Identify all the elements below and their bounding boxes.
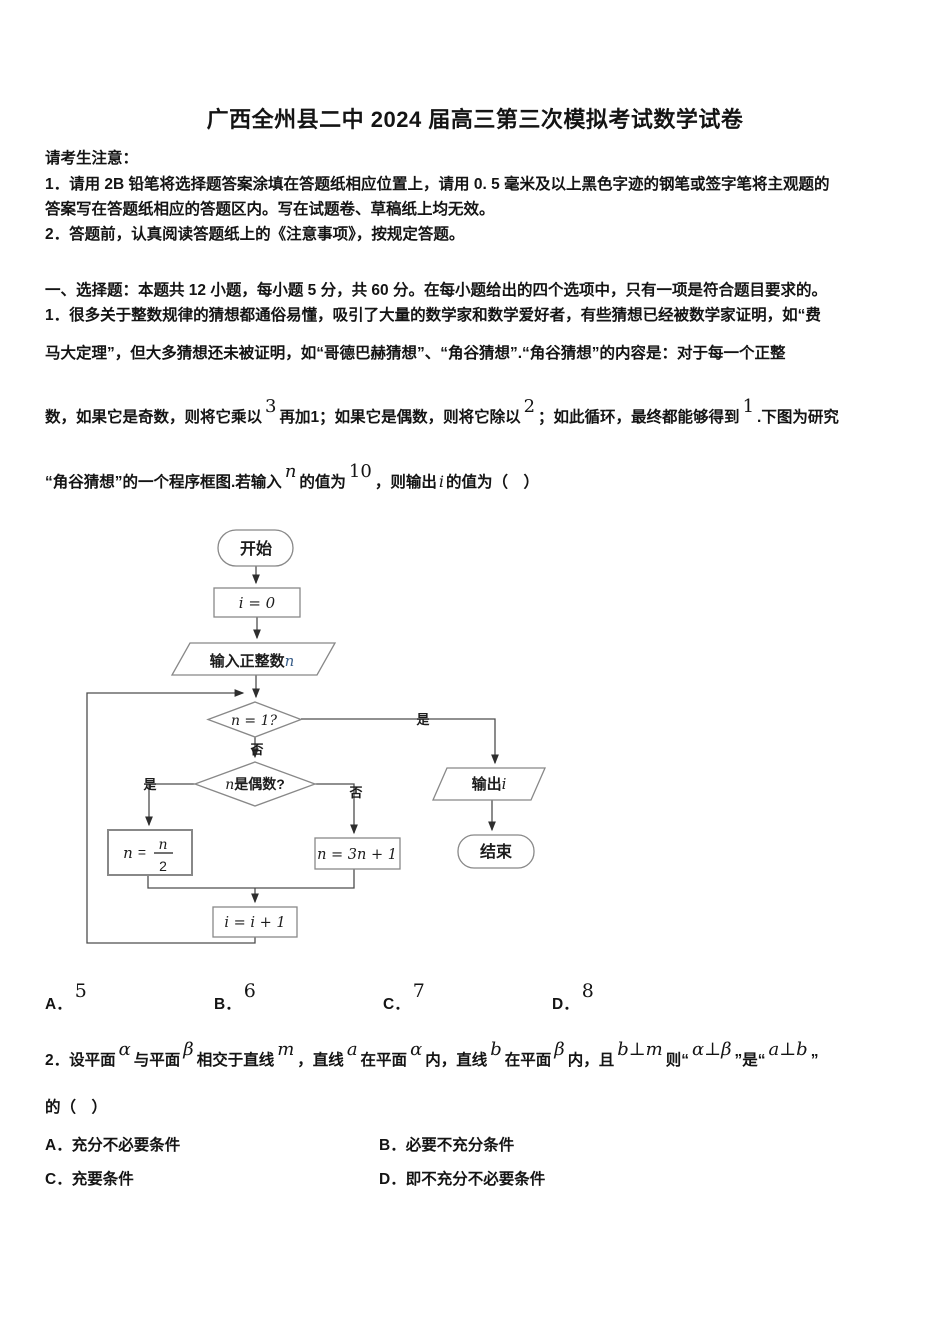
q1-l3-text2: 再加1；如果它是偶数，则将它除以 [279, 409, 521, 426]
q1-l4-text1: “角谷猜想”的一个程序框图.若输入 [45, 474, 282, 491]
flowchart: 开始 i = 0 输入正整数n n = 1? 是 否 n是偶数? 是 否 n =… [86, 529, 546, 944]
assign-half-denominator: 2 [159, 858, 167, 874]
arrow-cond2-yes-to-half [145, 783, 195, 827]
q2-expr-a-perp-b: a⊥b [768, 1039, 808, 1060]
q2-var-beta1: β [183, 1039, 194, 1060]
q1-l3-text3: ；如此循环，最终都能够得到 [538, 409, 740, 426]
arrow-cond1-yes-to-output [301, 718, 499, 765]
assign-half-numerator: n [158, 837, 167, 853]
arrow-cond2-no-to-triple [315, 783, 358, 835]
cond2-label: n是偶数? [225, 776, 285, 793]
q2-option-d: D．即不充分不必要条件 [379, 1171, 546, 1188]
loopback-line [86, 689, 256, 944]
q1-l4-text3: ，则输出 [374, 474, 437, 491]
q2-line-1: 2．设平面α与平面β相交于直线m，直线a在平面α内，直线b在平面β内，且b⊥m则… [45, 1039, 819, 1069]
increment-box [212, 906, 298, 938]
start-label: 开始 [240, 539, 272, 558]
output-var-i: i [502, 775, 507, 793]
q1-l3-sup-1: 1 [742, 396, 755, 417]
assign-half-eq: = [138, 844, 146, 860]
assign-triple-label: n = 3n + 1 [317, 847, 397, 863]
start-node [217, 529, 294, 567]
cond1-yes-label: 是 [415, 712, 430, 727]
input-parallelogram [170, 642, 337, 676]
q2-option-a: A．充分不必要条件 [45, 1137, 181, 1154]
assign-half-lhs: n [123, 844, 133, 862]
page-title: 广西全州县二中 2024 届高三第三次模拟考试数学试卷 [206, 107, 744, 132]
input-var-n: n [285, 652, 295, 670]
notice-heading: 请考生注意： [45, 150, 139, 167]
cond2-no-label: 否 [348, 785, 362, 800]
q1-option-a-value: 5 [74, 980, 87, 1002]
q2-var-alpha2: α [410, 1039, 423, 1060]
q1-l3-text4: .下图为研究 [757, 409, 839, 426]
cond1-label: n = 1? [231, 713, 278, 729]
q1-option-a: A．5 [45, 980, 90, 1016]
q2-expr-alpha-perp-beta: α⊥β [692, 1039, 732, 1060]
q2-var-alpha1: α [118, 1039, 131, 1060]
q1-option-d-value: 8 [581, 980, 594, 1002]
q1-l4-var-i: i [438, 472, 444, 491]
assign-half-box [107, 829, 193, 876]
q2-var-a: a [346, 1039, 358, 1060]
q1-option-b-value: 6 [243, 980, 256, 1002]
init-box [213, 587, 301, 618]
section1-header: 一、选择题：本题共 12 小题，每小题 5 分，共 60 分。在每小题给出的四个… [45, 282, 827, 299]
q2-option-c: C．充要条件 [45, 1171, 134, 1188]
notice-line-2: 答案写在答题纸相应的答题区内。写在试题卷、草稿纸上均无效。 [45, 201, 495, 218]
q2-option-b: B．必要不充分条件 [379, 1137, 515, 1154]
q1-l4-sup-10: 10 [348, 461, 372, 482]
q1-l4-text4: 的值为（ ） [445, 474, 539, 491]
q1-l4-text2: 的值为 [299, 474, 346, 491]
q1-l3-sup-3: 3 [265, 396, 277, 417]
connector-triple-to-join [255, 869, 355, 889]
cond1-no-label: 否 [249, 742, 263, 757]
init-label: i = 0 [239, 594, 276, 612]
q2-line-2: 的（ ） [45, 1099, 108, 1116]
q2-var-b: b [490, 1039, 502, 1060]
cond2-diamond [193, 761, 317, 807]
q1-l3-text1: 数，如果它是奇数，则将它乘以 [45, 409, 263, 426]
q1-line-2: 马大定理”，但大多猜想还未被证明，如“哥德巴赫猜想”、“角谷猜想”.“角谷猜想”… [45, 345, 786, 362]
notice-line-3: 2．答题前，认真阅读答题纸上的《注意事项》，按规定答题。 [45, 226, 465, 243]
notice-line-1: 1．请用 2B 铅笔将选择题答案涂填在答题纸相应位置上，请用 0. 5 毫米及以… [45, 176, 830, 193]
cond1-diamond [206, 701, 303, 738]
cond2-var-n: n [225, 777, 234, 793]
q1-option-c-value: 7 [412, 980, 425, 1002]
q1-l4-var-n: n [284, 461, 297, 482]
connector-half-to-join [147, 875, 255, 889]
q1-line-3: 数，如果它是奇数，则将它乘以3再加1；如果它是偶数，则将它除以2；如此循环，最终… [45, 396, 839, 429]
q1-line-1: 1．很多关于整数规律的猜想都通俗易懂，吸引了大量的数学家和数学爱好者，有些猜想已… [45, 307, 821, 324]
q1-option-d: D．8 [552, 980, 597, 1016]
end-label: 结束 [479, 842, 513, 861]
cond2-yes-label: 是 [142, 777, 157, 792]
q1-options-row: A．5 B．6 C．7 D．8 [0, 980, 950, 1022]
output-parallelogram [432, 767, 546, 801]
q2-var-beta2: β [554, 1039, 565, 1060]
q1-option-c: C．7 [383, 980, 428, 1016]
q1-l3-sup-2: 2 [523, 396, 536, 417]
increment-label: i = i + 1 [224, 915, 285, 931]
input-label: 输入正整数n [210, 652, 295, 670]
assign-triple-box [314, 837, 401, 870]
output-label: 输出i [472, 775, 507, 793]
end-node [457, 834, 535, 869]
q2-expr-b-perp-m: b⊥m [617, 1039, 663, 1060]
q2-var-m: m [277, 1039, 295, 1060]
q1-option-b: B．6 [214, 980, 259, 1016]
